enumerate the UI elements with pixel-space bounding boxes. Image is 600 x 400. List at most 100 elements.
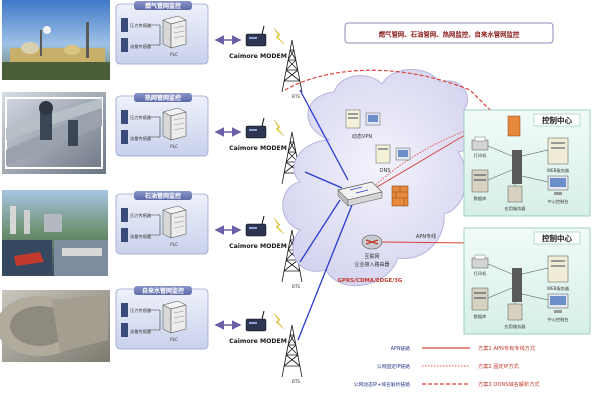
station-panel-bg <box>115 95 209 157</box>
pressure-sensor-icon <box>121 110 128 124</box>
sensor2-label: 流量传感器 <box>130 233 152 240</box>
switch-icon <box>512 268 522 302</box>
vpn-server: 动态VPN <box>345 109 381 140</box>
bts-label: BTS <box>292 284 300 289</box>
legend-right-3: 方案3 DDNS域名解析方式 <box>478 380 540 388</box>
cell-tower-icon <box>281 324 303 378</box>
sensor2-label: 流量传感器 <box>130 328 152 335</box>
workstation-label: 中心控制台 <box>548 316 569 323</box>
database-label: 数据库 <box>474 195 487 202</box>
title-box-text: 燃气管网、石油管网、热网监控、自来水管网监控 <box>379 30 520 39</box>
link-tower4-cloud <box>297 204 353 341</box>
modem-label: Caimore MODEM <box>229 53 287 60</box>
photo-water-pipeline <box>0 290 110 362</box>
sensor-wires <box>148 116 161 138</box>
link-tower2-cloud <box>304 171 343 189</box>
app-server-label: 应用服务器 <box>505 205 527 212</box>
gprs-label: GPRS/CDMA/EDGE/3G <box>338 278 403 284</box>
modem-label: Caimore MODEM <box>229 145 287 152</box>
firewall <box>391 185 409 207</box>
printer-label: 打印机 <box>474 152 487 159</box>
flow-sensor-icon <box>121 228 128 242</box>
station-header-bg <box>134 93 192 102</box>
router-label: 企业接入路由器 <box>354 261 389 268</box>
photo-heat-pipeline <box>2 92 106 174</box>
dns-server: DNS <box>375 144 411 174</box>
sensor2-label: 流量传感器 <box>130 43 152 50</box>
apn-dashed-link <box>284 69 501 121</box>
router: 互联网 企业接入路由器 GPRS/CDMA/EDGE/3G <box>338 234 403 284</box>
pressure-sensor-icon <box>121 208 128 222</box>
app-server-icon <box>507 303 523 321</box>
plc-label: PLC <box>170 242 178 247</box>
sensor1-label: 压力传感器 <box>130 22 152 29</box>
blue-links <box>297 89 353 341</box>
legend-left-1: APN链路 <box>391 345 411 352</box>
control-center-bg <box>463 227 591 335</box>
control-centers: 控制中心打印机WEB服务器数据库应用服务器中心控制台控制中心打印机WEB服务器数… <box>463 109 591 335</box>
printer-icon <box>471 139 489 151</box>
switch-icon <box>512 150 522 184</box>
fixed-ip-dotted-link <box>364 129 469 196</box>
sensor-wires <box>148 24 161 46</box>
wireless-signal-icon <box>273 27 285 45</box>
photo-oil-pipeline <box>2 190 108 276</box>
wireless-signal-icon <box>273 119 285 137</box>
internet-cloud <box>282 69 476 287</box>
legend-left-3: 公网动态IP+域名解析链路 <box>354 381 410 388</box>
sensor-wires <box>148 309 161 331</box>
control-center-title: 控制中心 <box>542 115 572 125</box>
center-wiring <box>487 145 549 186</box>
app-server-label: 应用服务器 <box>505 323 527 330</box>
photo-gas-pipeline <box>2 0 110 80</box>
flow-sensor-icon <box>121 130 128 144</box>
pressure-sensor-icon <box>121 303 128 317</box>
legend: APN链路 公网固定IP链路 公网动态IP+域名解析链路 方案1 APN专有专线… <box>354 344 541 388</box>
link-tower1-cloud <box>299 89 349 181</box>
center-firewall-icon <box>507 115 521 137</box>
modem-label: Caimore MODEM <box>229 243 287 250</box>
cell-tower-icon <box>281 39 303 93</box>
station-panel-bg <box>115 193 209 255</box>
printer-label: 打印机 <box>474 270 487 277</box>
modem-label: Caimore MODEM <box>229 338 287 345</box>
web-server-icon <box>547 137 569 165</box>
control-center-bg <box>463 109 591 217</box>
modem-icon <box>245 25 267 47</box>
sensor1-label: 压力传感器 <box>130 307 152 314</box>
center-wiring <box>487 263 549 304</box>
wireless-signal-icon <box>273 217 285 235</box>
modem-icon <box>245 117 267 139</box>
legend-left-2: 公网固定IP链路 <box>377 363 410 370</box>
control-center-title: 控制中心 <box>542 233 572 243</box>
internet-label: 互联网 <box>364 253 379 260</box>
plc-label: PLC <box>170 337 178 342</box>
plc-icon <box>162 15 187 49</box>
station-header: 燃气管网监控 <box>145 2 181 10</box>
sensor-wires <box>148 214 161 236</box>
legend-right-2: 方案2 固定IP方式 <box>478 362 520 370</box>
web-server-label: WEB服务器 <box>547 285 570 292</box>
station-header: 自来水管网监控 <box>142 287 184 295</box>
plc-icon <box>162 107 187 141</box>
station-panel-bg <box>115 288 209 350</box>
flow-sensor-icon <box>121 38 128 52</box>
plc-label: PLC <box>170 52 178 57</box>
station-header: 石油管网监控 <box>144 192 181 200</box>
sensor1-label: 压力传感器 <box>130 114 152 121</box>
app-server-icon <box>507 185 523 203</box>
plc-icon <box>162 300 187 334</box>
database-label: 数据库 <box>474 313 487 320</box>
sensor2-label: 流量传感器 <box>130 135 152 142</box>
bts-label: BTS <box>292 379 300 384</box>
station-header: 热网管网监控 <box>145 94 181 102</box>
modem-icon <box>245 215 267 237</box>
vpn-label: 动态VPN <box>352 133 372 140</box>
station-panel-bg <box>115 3 209 65</box>
